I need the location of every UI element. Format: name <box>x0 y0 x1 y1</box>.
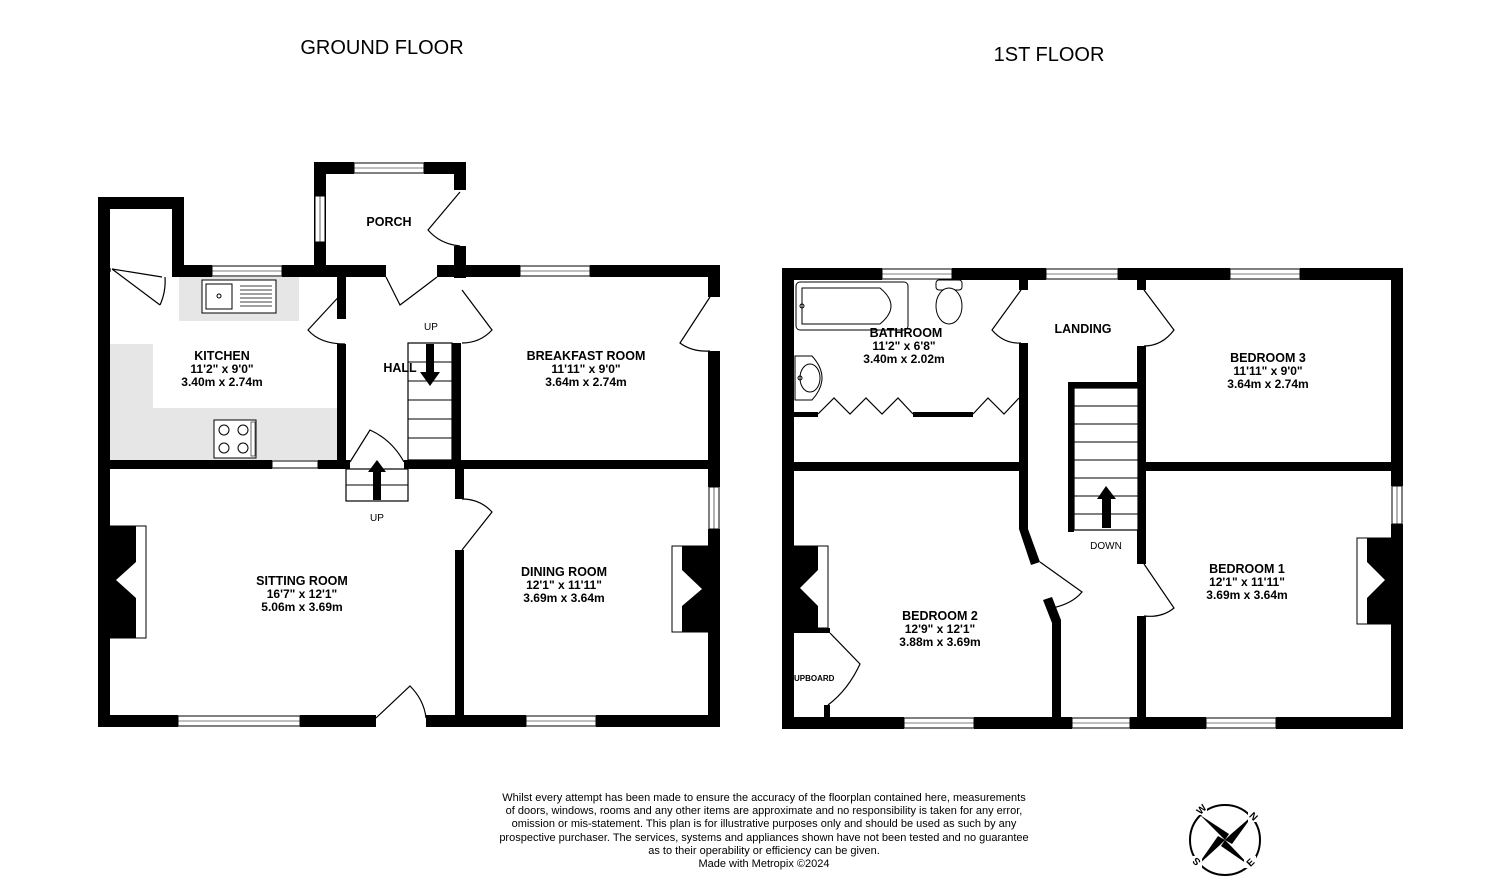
sitting-label: SITTING ROOM <box>256 574 348 588</box>
bedroom3-imperial: 11'11" x 9'0" <box>1233 364 1302 378</box>
bedroom3-label: BEDROOM 3 <box>1230 351 1306 365</box>
first-floor-plan: BATHROOM 11'2" x 6'8" 3.40m x 2.02m LAND… <box>782 268 1403 729</box>
disclaimer-line: as to their operability or efficiency ca… <box>648 844 880 857</box>
bedroom2-metric: 3.88m x 3.69m <box>899 635 980 649</box>
basin-icon <box>794 355 823 401</box>
disclaimer-credit: Made with Metropix ©2024 <box>698 858 830 871</box>
sitting-metric: 5.06m x 3.69m <box>261 600 342 614</box>
bathroom-imperial: 11'2" x 6'8" <box>872 339 935 353</box>
bedroom1-label: BEDROOM 1 <box>1209 562 1285 576</box>
landing-down-label: DOWN <box>1090 541 1122 552</box>
bath-icon <box>795 281 909 331</box>
breakfast-label: BREAKFAST ROOM <box>527 349 646 363</box>
ground-doors <box>109 191 711 719</box>
disclaimer: Whilst every attempt has been made to en… <box>484 792 1044 871</box>
breakfast-imperial: 11'11" x 9'0" <box>551 362 620 376</box>
bedroom2-fireplace <box>793 545 829 629</box>
kitchen-label: KITCHEN <box>194 349 250 363</box>
hall-label: HALL <box>383 361 417 375</box>
dining-metric: 3.69m x 3.64m <box>523 591 604 605</box>
kitchen-metric: 3.40m x 2.74m <box>181 375 262 389</box>
ground-floor-title: GROUND FLOOR <box>300 37 463 59</box>
bedroom2-imperial: 12'9" x 12'1" <box>905 622 975 636</box>
toilet-icon <box>935 279 963 325</box>
disclaimer-line: omission or mis-statement. This plan is … <box>511 818 1017 831</box>
dining-imperial: 12'1" x 11'11" <box>526 578 602 592</box>
bedroom1-fireplace <box>1356 537 1392 625</box>
cupboard-label: UPBOARD <box>794 674 835 683</box>
porch-label: PORCH <box>366 215 411 229</box>
first-floor-title: 1ST FLOOR <box>994 44 1105 66</box>
dining-fireplace <box>671 545 709 633</box>
dining-label: DINING ROOM <box>521 565 607 579</box>
bathroom-metric: 3.40m x 2.02m <box>863 352 944 366</box>
landing-staircase <box>1073 387 1139 531</box>
ground-floor-plan: PORCH KITCHEN 11'2" x 9'0" 3.40m x 2.74m… <box>98 162 720 727</box>
hall-staircase <box>407 342 453 461</box>
landing-label: LANDING <box>1055 322 1112 336</box>
first-windows <box>881 268 1403 729</box>
first-doors <box>827 289 1175 706</box>
first-walls <box>782 268 1403 729</box>
kitchen-hob-icon <box>213 419 257 459</box>
ground-windows <box>177 162 720 727</box>
ground-walls <box>98 162 720 727</box>
bedroom1-metric: 3.69m x 3.64m <box>1206 588 1287 602</box>
sitting-imperial: 16'7" x 12'1" <box>267 587 337 601</box>
hall-up-label: UP <box>424 322 438 333</box>
disclaimer-line: Whilst every attempt has been made to en… <box>502 792 1026 804</box>
breakfast-metric: 3.64m x 2.74m <box>545 375 626 389</box>
sitting-up-label: UP <box>370 513 384 524</box>
bathroom-label: BATHROOM <box>870 326 943 340</box>
bedroom2-label: BEDROOM 2 <box>902 609 978 623</box>
kitchen-imperial: 11'2" x 9'0" <box>190 362 253 376</box>
sitting-staircase <box>345 460 409 502</box>
wardrobe-doors <box>817 397 1020 415</box>
disclaimer-line: of doors, windows, rooms and any other i… <box>505 805 1023 818</box>
bedroom3-metric: 3.64m x 2.74m <box>1227 377 1308 391</box>
compass-icon: N E S W <box>1189 802 1261 876</box>
bedroom1-imperial: 12'1" x 11'11" <box>1209 575 1285 589</box>
sitting-fireplace <box>109 525 147 639</box>
disclaimer-line: prospective purchaser. The services, sys… <box>499 831 1029 844</box>
kitchen-sink-icon <box>201 279 277 314</box>
